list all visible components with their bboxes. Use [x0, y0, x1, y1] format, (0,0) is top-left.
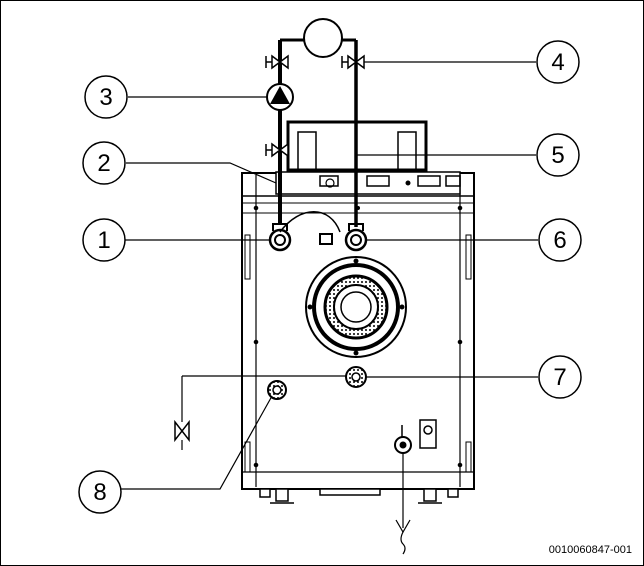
callout-8-label: 8	[93, 479, 106, 506]
callout-2: 2	[82, 141, 126, 185]
callout-2-label: 2	[97, 150, 110, 177]
valve-return-top	[341, 54, 365, 70]
top-housing	[275, 120, 461, 195]
boiler-feet	[259, 488, 459, 504]
leader-lines	[121, 61, 538, 490]
callout-1-label: 1	[97, 227, 110, 254]
burner-flange	[305, 256, 407, 358]
callout-6: 6	[538, 218, 582, 262]
figure-id: 0010060847-001	[548, 544, 632, 556]
return-pipe	[279, 38, 368, 252]
callout-8: 8	[78, 470, 122, 514]
callout-7: 7	[538, 355, 582, 399]
callout-3: 3	[84, 75, 128, 119]
callout-5-label: 5	[551, 142, 564, 169]
drain-connection	[174, 366, 367, 450]
inspection-port	[267, 380, 287, 400]
callout-4: 4	[536, 40, 580, 84]
valve-flow-top	[265, 54, 289, 70]
expansion-vessel	[303, 18, 343, 58]
callout-3-label: 3	[99, 84, 112, 111]
pump-symbol	[266, 83, 294, 111]
callout-5: 5	[536, 133, 580, 177]
callout-7-label: 7	[553, 364, 566, 391]
callout-6-label: 6	[553, 227, 566, 254]
valve-flow-lower	[265, 142, 289, 158]
callout-1: 1	[82, 218, 126, 262]
callout-4-label: 4	[551, 49, 564, 76]
condensate-outlet	[394, 419, 437, 555]
